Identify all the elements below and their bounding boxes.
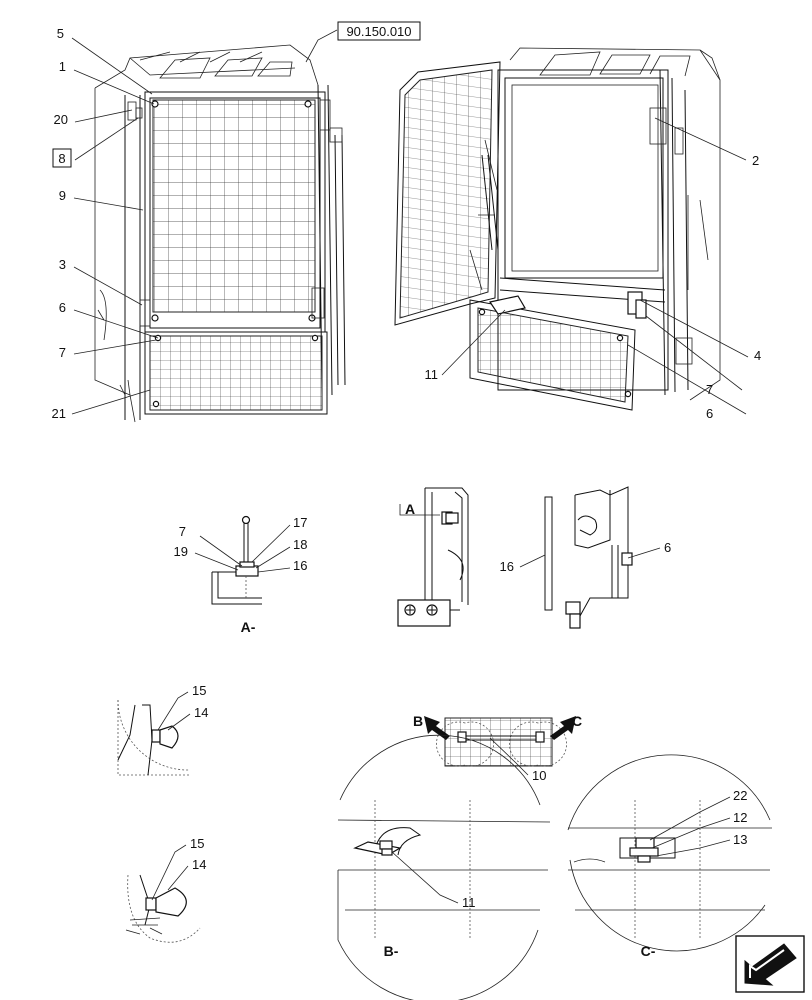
callout-4: 4	[754, 348, 761, 363]
callout-18: 18	[293, 537, 307, 552]
detail-a-pin	[211, 515, 262, 605]
detail-bc-overview	[424, 716, 576, 767]
callout-7b: 7	[706, 382, 713, 397]
callout-9: 9	[59, 188, 66, 203]
callout-6b: 6	[706, 406, 713, 421]
boxed-label-frame	[52, 148, 72, 168]
callout-19: 19	[174, 544, 188, 559]
callout-11a: 11	[425, 367, 439, 382]
callout-13: 13	[733, 832, 747, 847]
section-label-b: B-	[384, 943, 399, 959]
section-label-a: A-	[241, 619, 256, 635]
callout-14b: 14	[192, 857, 206, 872]
callout-15a: 15	[192, 683, 206, 698]
callout-16a: 16	[293, 558, 307, 573]
leader-lines	[71, 29, 749, 904]
callout-6c: 6	[664, 540, 671, 555]
callout-12: 12	[733, 810, 747, 825]
callout-2: 2	[752, 153, 759, 168]
callout-15b: 15	[190, 836, 204, 851]
view-marker-a: A	[405, 501, 415, 517]
callout-5: 5	[57, 26, 64, 41]
view-marker-c: C	[572, 713, 582, 729]
cab-open-view	[394, 47, 721, 411]
detail-latch-2	[125, 874, 201, 943]
boxed-label-text[interactable]: 8	[58, 151, 65, 166]
callout-20: 20	[54, 112, 68, 127]
callout-14a: 14	[194, 705, 208, 720]
callout-22: 22	[733, 788, 747, 803]
detail-bracket-side	[397, 486, 633, 629]
view-marker-b: B	[413, 713, 423, 729]
next-page-arrow-icon[interactable]	[735, 935, 805, 993]
callout-6a: 6	[59, 300, 66, 315]
reference-box-frame	[337, 21, 421, 41]
callout-21: 21	[52, 406, 66, 421]
detail-c-circle	[567, 754, 772, 952]
reference-box-text[interactable]: 90.150.010	[346, 24, 411, 39]
callout-11b: 11	[462, 895, 476, 910]
detail-b-circle	[337, 734, 551, 1000]
callout-10: 10	[532, 768, 546, 783]
callout-3: 3	[59, 257, 66, 272]
callout-7a: 7	[59, 345, 66, 360]
callout-labels: 5 1 20 9 3 6 7 21 2 4 7 6 11 7 19 17 18 …	[52, 26, 762, 910]
detail-latch-1	[117, 699, 191, 776]
callout-7c: 7	[179, 524, 186, 539]
cab-front-view	[94, 44, 346, 423]
section-label-c: C-	[641, 943, 656, 959]
callout-1: 1	[59, 59, 66, 74]
callout-16b: 16	[500, 559, 514, 574]
callout-17: 17	[293, 515, 307, 530]
